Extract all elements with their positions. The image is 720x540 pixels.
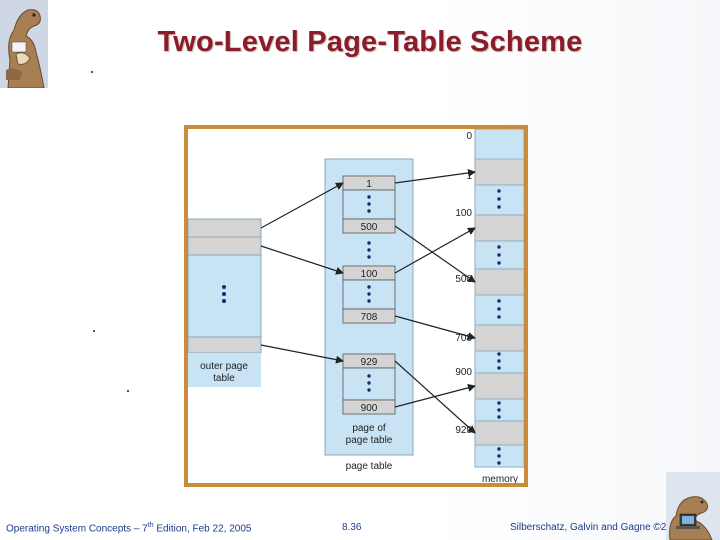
memory-frame [475,269,524,295]
memory-frame [475,159,524,185]
memory-frame [475,421,524,445]
memory-label: memory [482,474,518,483]
outer-page-table: outer page table [188,219,261,387]
page-table-entry-value: 929 [361,357,378,368]
memory-address-label: 900 [455,367,472,378]
stray-dot [93,330,95,332]
stray-dot [127,390,129,392]
page-table-entry-value: 500 [361,222,378,233]
memory-address-label: 0 [466,131,472,142]
page-of-page-table-label: page table [346,435,393,446]
stray-dot [91,71,93,73]
memory-frame [475,215,524,241]
page-table-entry-value: 900 [361,403,378,414]
page-table-entry-value: 100 [361,269,378,280]
page-table-column: 1 500 100 708 929 900 page of page table… [325,159,413,472]
memory-address-label: 100 [455,208,472,219]
outer-page-table-label: table [213,373,235,384]
memory-address-label: 929 [455,425,472,436]
page-of-page-table-label: page of [352,423,386,434]
slide-title: Two-Level Page-Table Scheme [130,26,610,59]
memory-column: 0 1 100 500 708 900 929 memory [455,129,524,483]
dinosaur-laptop-icon [666,472,720,540]
page-table-entry-value: 708 [361,312,378,323]
memory-address-label: 500 [455,274,472,285]
page-table-entry-value: 1 [366,179,372,190]
footer-authors: Silberschatz, Galvin and Gagne ©2005 [510,522,683,533]
dinosaur-icon [0,0,48,88]
footer-slide-number: 8.36 [342,522,361,533]
memory-frame [475,325,524,351]
two-level-page-table-diagram: outer page table 1 500 100 708 929 900 [188,129,524,483]
footer-book-title: Operating System Concepts – 7th Edition,… [6,522,251,534]
outer-page-table-label: outer page [200,361,248,372]
page-table-label: page table [346,461,393,472]
memory-frame [475,373,524,399]
diagram-frame: outer page table 1 500 100 708 929 900 [184,125,528,487]
